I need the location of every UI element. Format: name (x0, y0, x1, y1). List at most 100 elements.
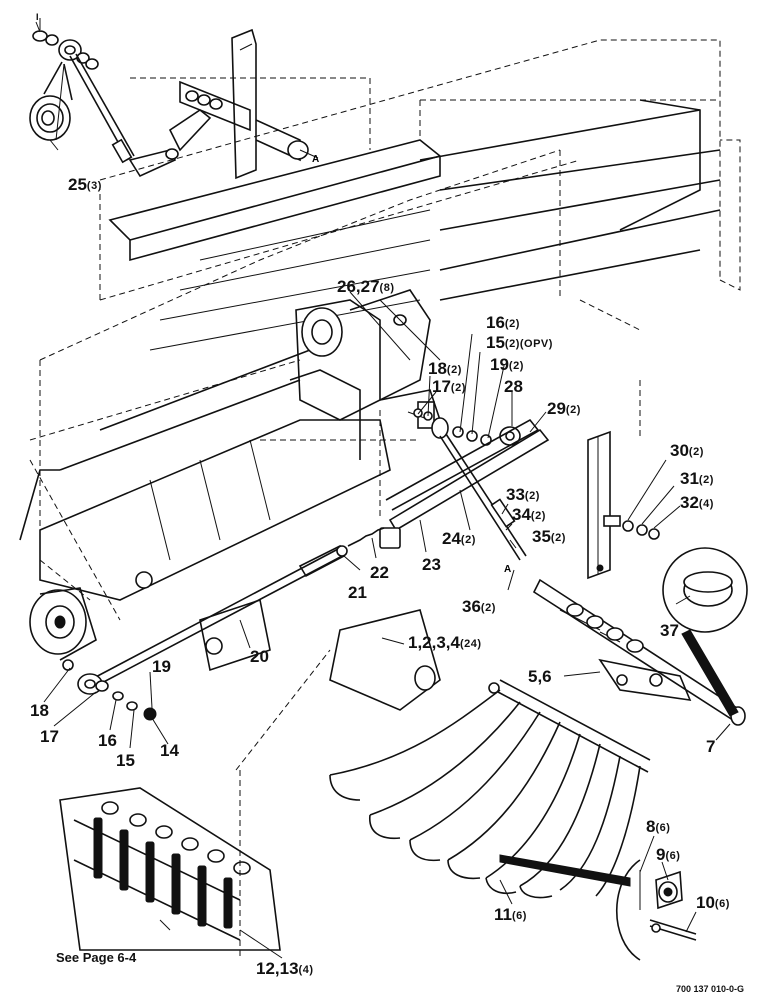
callout-32: 32(4) (680, 494, 714, 511)
callout-10-qty: (6) (714, 898, 730, 910)
callout-16-lower-num: 16 (98, 731, 117, 750)
callout-21: 21 (348, 584, 367, 601)
callout-17-lower-num: 17 (40, 727, 59, 746)
callout-1-2-3-4-qty: (24) (460, 638, 482, 650)
left-sprocket (29, 571, 223, 721)
top-drive-arm (128, 28, 371, 180)
callout-5-6-num: 5,6 (528, 667, 552, 686)
callout-37-num: 37 (660, 621, 679, 640)
callout-29-num: 29 (547, 399, 566, 418)
callout-29-qty: (2) (565, 404, 581, 416)
callout-36-qty: (2) (480, 602, 496, 614)
callout-18-lower: 18 (30, 702, 49, 719)
callout-37: 37 (660, 622, 679, 639)
right-bracket (587, 430, 660, 580)
callout-15-num: 15 (486, 333, 505, 352)
callout-26-27-num: 26,27 (337, 277, 380, 296)
callout-19-lower: 19 (152, 658, 171, 675)
callout-16-lower: 16 (98, 732, 117, 749)
ref-mark-a2: A (504, 564, 511, 575)
callout-33-num: 33 (506, 485, 525, 504)
callout-23: 23 (422, 556, 441, 573)
callout-25-qty: (3) (86, 180, 102, 192)
callout-16-num: 16 (486, 313, 505, 332)
callout-8: 8(6) (646, 818, 670, 835)
callout-26-27-qty: (8) (379, 282, 395, 294)
callout-24-num: 24 (442, 529, 461, 548)
callout-22: 22 (370, 564, 389, 581)
drawing-reference-number: 700 137 010-0-G (676, 984, 745, 994)
callout-25-num: 25 (68, 175, 87, 194)
callout-5-6: 5,6 (528, 668, 552, 685)
upper-rollers (108, 109, 721, 351)
top-mark: I (36, 12, 39, 22)
callout-21-num: 21 (348, 583, 367, 602)
callout-32-num: 32 (680, 493, 699, 512)
callout-30: 30(2) (670, 442, 704, 459)
callout-33: 33(2) (506, 486, 540, 503)
callout-14-num: 14 (160, 741, 179, 760)
callout-1-2-3-4: 1,2,3,4(24) (408, 634, 482, 651)
callout-9: 9(6) (656, 846, 680, 863)
callout-11: 11(6) (494, 906, 527, 923)
callout-19-upper-qty: (2) (508, 360, 524, 372)
callout-28-num: 28 (504, 377, 523, 396)
callout-8-qty: (6) (655, 822, 671, 834)
callout-35-num: 35 (532, 527, 551, 546)
callout-15-lower: 15 (116, 752, 135, 769)
callout-17-lower: 17 (40, 728, 59, 745)
callout-11-num: 11 (494, 905, 512, 924)
callout-20: 20 (250, 648, 269, 665)
callout-10: 10(6) (696, 894, 730, 911)
callout-10-num: 10 (696, 893, 715, 912)
callout-16-qty: (2) (504, 318, 520, 330)
callout-17-upper-num: 17 (432, 377, 451, 396)
callout-22-num: 22 (370, 563, 389, 582)
callout-24: 24(2) (442, 530, 476, 547)
callout-19-upper: 19(2) (490, 356, 524, 373)
callout-33-qty: (2) (524, 490, 540, 502)
callout-20-num: 20 (250, 647, 269, 666)
callout-29: 29(2) (547, 400, 581, 417)
callout-16: 16(2) (486, 314, 520, 331)
callout-36: 36(2) (462, 598, 496, 615)
callout-31-num: 31 (680, 469, 699, 488)
top-left-hardware (29, 18, 135, 164)
callout-36-num: 36 (462, 597, 481, 616)
chain-strands (93, 817, 233, 929)
callout-25: 25(3) (68, 176, 102, 193)
stripper-plates (329, 679, 651, 899)
see-page-note: See Page 6-4 (56, 950, 137, 965)
callout-11-qty: (6) (511, 910, 527, 922)
callout-12-13-num: 12,13 (256, 959, 299, 978)
callout-1-2-3-4-num: 1,2,3,4 (408, 633, 460, 652)
callout-18-upper-num: 18 (428, 359, 447, 378)
left-sidewall (19, 349, 441, 601)
ref-mark-a1: A (312, 154, 319, 165)
callout-15-lower-num: 15 (116, 751, 135, 770)
idler-inset (499, 854, 697, 961)
roller-shaft (532, 578, 746, 726)
callout-17-upper: 17(2) (432, 378, 466, 395)
bushing-inset (662, 547, 748, 717)
callout-24-qty: (2) (460, 534, 476, 546)
callout-23-num: 23 (422, 555, 441, 574)
callout-8-num: 8 (646, 817, 656, 836)
leader-lines (35, 21, 731, 959)
callout-28: 28 (504, 378, 523, 395)
callout-34-qty: (2) (530, 510, 546, 522)
callout-26-27: 26,27(8) (337, 278, 395, 295)
callout-14: 14 (160, 742, 179, 759)
callout-19-lower-num: 19 (152, 657, 171, 676)
callout-34: 34(2) (512, 506, 546, 523)
lower-side-panel (199, 598, 441, 711)
callout-17-upper-qty: (2) (450, 382, 466, 394)
spring-cylinder (77, 527, 385, 695)
callout-7: 7 (706, 738, 715, 755)
callout-12-13-qty: (4) (298, 964, 314, 976)
callout-12-13: 12,13(4) (256, 960, 314, 977)
callout-30-num: 30 (670, 441, 689, 460)
pivot-plate (295, 289, 441, 421)
callout-18-lower-num: 18 (30, 701, 49, 720)
